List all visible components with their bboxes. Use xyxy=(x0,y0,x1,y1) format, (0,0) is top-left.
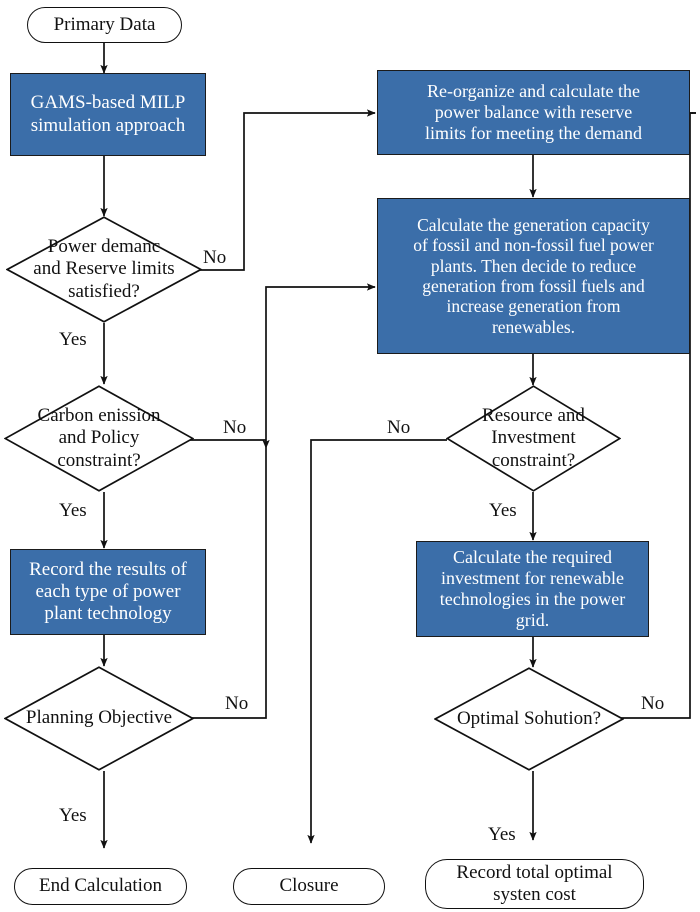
edge-label-optimal-no: No xyxy=(641,693,665,714)
edge-label-optimal-yes: Yes xyxy=(488,824,516,845)
node-primary-data[interactable]: Primary Data xyxy=(27,7,182,43)
edge-resource-no xyxy=(307,439,447,844)
node-calculate-investment-line-2: investment for renewable xyxy=(441,568,624,589)
node-calculate-generation-line-3: plants. Then decide to reduce xyxy=(430,255,637,276)
node-closure-label: Closure xyxy=(279,875,339,897)
node-reorganize-line-3: limits for meeting the demand xyxy=(425,122,642,143)
node-gams-milp-line-1: GAMS-based MILP xyxy=(30,92,186,114)
edge-label-resource-yes: Yes xyxy=(489,500,517,521)
node-power-demand[interactable]: Power demanc and Reserve limits satisfie… xyxy=(6,216,202,323)
edge-label-carbon-policy-no: No xyxy=(223,417,247,438)
node-record-results-line-1: Record the results of xyxy=(29,558,187,580)
node-calculate-investment[interactable]: Calculate the required investment for re… xyxy=(416,541,649,637)
edge-label-carbon-policy-yes: Yes xyxy=(59,500,87,521)
node-carbon-policy[interactable]: Carbon enission and Policy constraint? xyxy=(4,385,194,492)
node-end-calculation-label: End Calculation xyxy=(39,875,162,897)
node-primary-data-label: Primary Data xyxy=(53,13,156,35)
diamond-shape-icon xyxy=(4,385,194,492)
node-record-total-cost[interactable]: Record total optimal systen cost xyxy=(425,859,644,909)
edge-label-power-demand-yes: Yes xyxy=(59,329,87,350)
node-calculate-generation-line-4: generation from fossil fuels and xyxy=(422,276,645,296)
node-optimal-solution[interactable]: Optimal Sohution? xyxy=(434,667,624,771)
node-gams-milp-line-2: simulation approach xyxy=(30,114,186,136)
node-end-calculation[interactable]: End Calculation xyxy=(14,868,187,905)
edge-merge-into-calcgeneration xyxy=(265,283,376,440)
diamond-shape-icon xyxy=(4,666,194,771)
node-reorganize[interactable]: Re-organize and calculate the power bala… xyxy=(377,70,690,155)
node-calculate-generation-line-5: increase generation from xyxy=(446,296,621,317)
edge-label-planning-objective-no: No xyxy=(225,693,249,714)
node-calculate-generation-line-1: Calculate the generation capacity xyxy=(417,215,650,236)
node-record-results-line-2: each type of power xyxy=(35,580,181,602)
diamond-shape-icon xyxy=(6,216,202,323)
node-gams-milp[interactable]: GAMS-based MILP simulation approach xyxy=(10,73,206,156)
edge-planning-no-riser xyxy=(190,448,267,719)
diamond-shape-icon xyxy=(446,385,621,492)
node-record-results-line-3: plant technology xyxy=(44,603,172,625)
node-calculate-investment-line-4: grid. xyxy=(515,609,550,630)
edge-label-planning-objective-yes: Yes xyxy=(59,805,87,826)
node-record-total-cost-line-2: systen cost xyxy=(493,884,576,905)
node-resource-investment[interactable]: Resource and Investment constraint? xyxy=(446,385,621,492)
node-planning-objective[interactable]: Planning Objective xyxy=(4,666,194,771)
edge-label-resource-no: No xyxy=(387,417,411,438)
node-record-results[interactable]: Record the results of each type of power… xyxy=(10,549,206,635)
edge-label-power-demand-no: No xyxy=(203,247,227,268)
node-calculate-investment-line-1: Calculate the required xyxy=(453,547,612,568)
node-closure[interactable]: Closure xyxy=(233,868,385,905)
node-reorganize-line-2: power balance with reserve xyxy=(434,102,633,123)
node-calculate-generation[interactable]: Calculate the generation capacity of fos… xyxy=(377,198,690,354)
node-reorganize-line-1: Re-organize and calculate the xyxy=(426,81,641,102)
node-calculate-generation-line-6: renewables. xyxy=(491,316,576,337)
edge-powerdemand-no xyxy=(193,109,376,271)
node-calculate-generation-line-2: of fossil and non-fossil fuel power xyxy=(413,235,654,256)
node-record-total-cost-line-1: Record total optimal xyxy=(456,861,613,883)
node-calculate-investment-line-3: technologies in the power xyxy=(439,589,626,609)
diamond-shape-icon xyxy=(434,667,624,771)
